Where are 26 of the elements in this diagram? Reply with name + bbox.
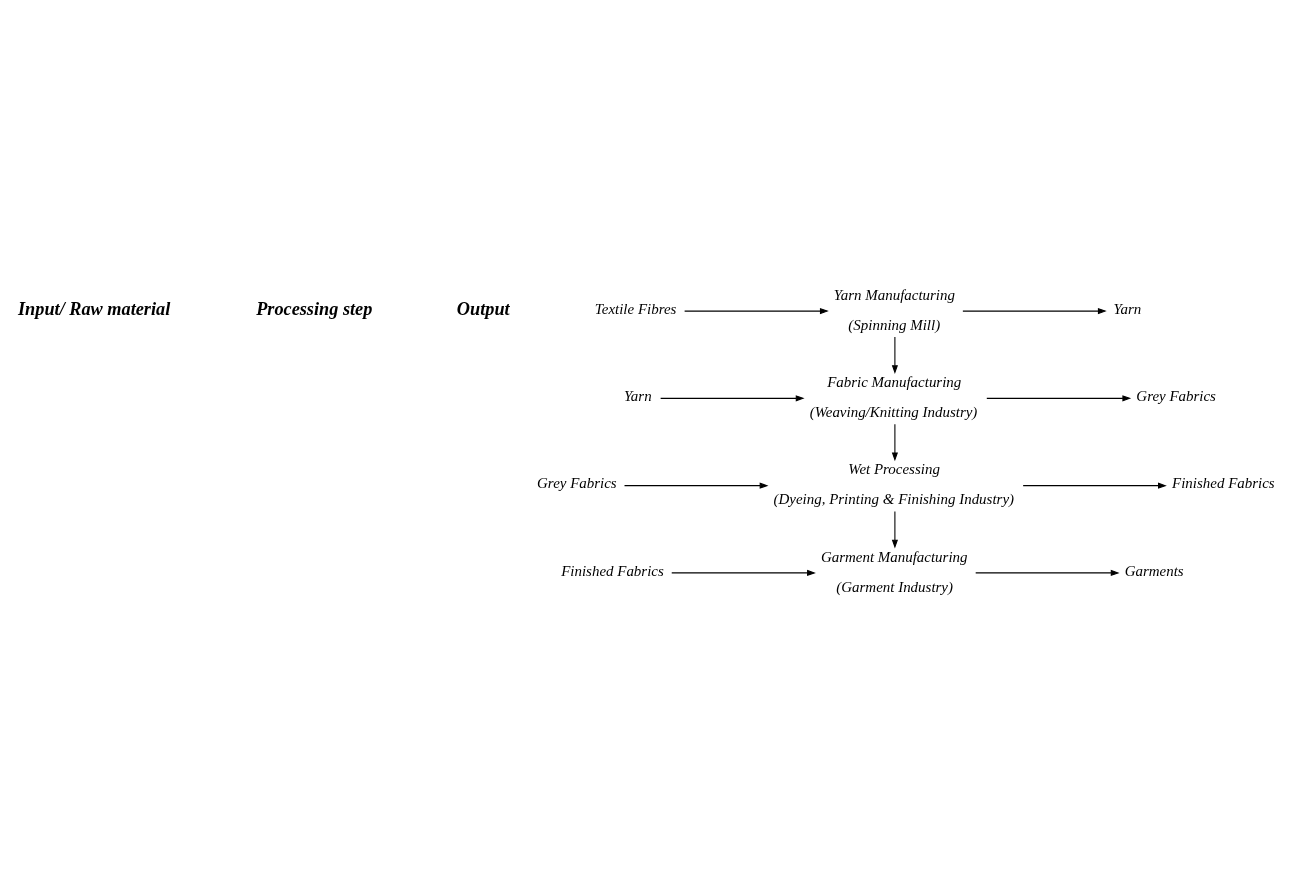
node-text: Yarn [623,388,652,405]
label: Output [456,298,510,319]
arrow [660,395,805,402]
arrow [986,395,1132,402]
arrow [671,569,816,576]
node-text: Grey Fabrics [537,475,617,492]
node-text: Wet Processing (Dyeing, Printing & Finishing Industry) [773,461,1015,508]
node-text: Fabric Manufacturing (Weaving/Knitting Industry) [809,374,978,420]
arrow [891,423,898,462]
node-text: Garment Manufacturing (Garment Industry) [820,548,968,595]
label: Processing step [256,298,373,319]
node-text: Finished Fabrics [561,562,664,579]
arrow [975,569,1120,576]
node-text: Yarn Manufacturing (Spinning Mill) [833,286,955,333]
arrow [891,510,898,549]
node-text: Grey Fabrics [1136,388,1216,405]
node-text: Textile Fibres [594,300,677,317]
arrow [684,308,829,315]
arrow [891,336,898,374]
label: Input/ Raw material [18,298,171,319]
arrow [624,482,769,489]
arrow [1022,482,1167,489]
node-text: Yarn [1113,300,1142,317]
node-text: Finished Fabrics [1172,475,1275,492]
node-text: Garments [1124,562,1184,579]
arrow [962,308,1107,315]
